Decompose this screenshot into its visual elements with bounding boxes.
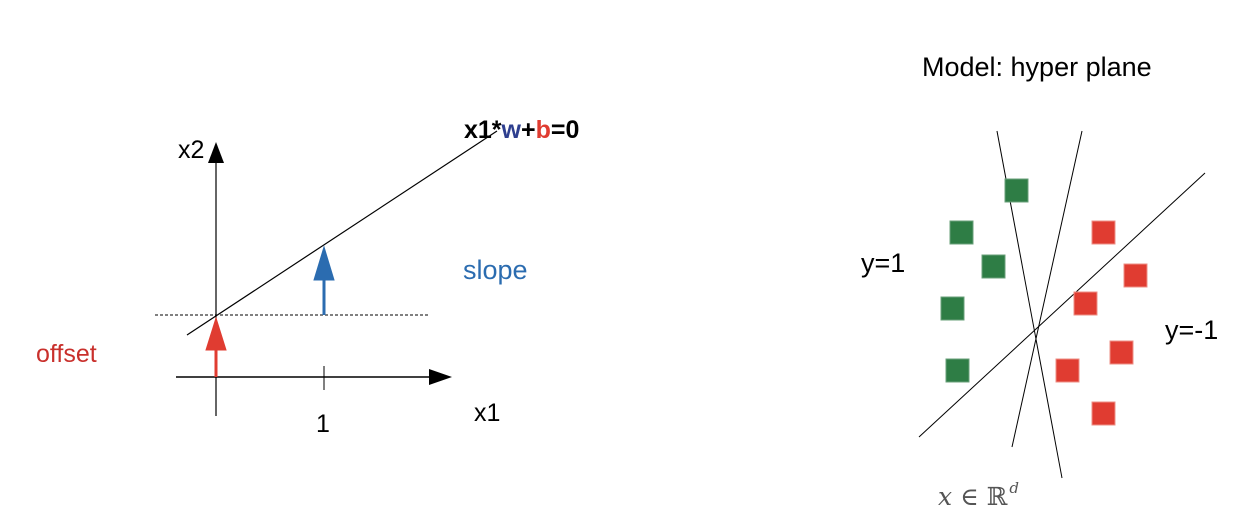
negative-point — [1123, 263, 1148, 288]
positive-point — [940, 296, 965, 321]
negative-point — [1091, 401, 1116, 426]
x2-axis-label: x2 — [178, 136, 204, 164]
slope-label: slope — [463, 255, 528, 285]
positive-point — [945, 358, 970, 383]
model-title: Model: hyper plane — [922, 52, 1152, 82]
negative-point — [1073, 291, 1098, 316]
negative-class-label: y=-1 — [1165, 315, 1218, 345]
x1-tick-label: 1 — [316, 410, 330, 438]
positive-class-label: y=1 — [861, 248, 905, 278]
offset-arrow-head — [205, 316, 227, 351]
hyperplane-line-2 — [1011, 130, 1083, 448]
x1-axis-arrowhead — [429, 369, 452, 385]
decision-line — [186, 130, 498, 336]
positive-point — [949, 220, 974, 245]
equation-label: x1*w+b=0 — [464, 116, 579, 144]
negative-point — [1091, 220, 1116, 245]
offset-label: offset — [36, 340, 97, 368]
positive-point — [1004, 178, 1029, 203]
slope-arrow-head — [313, 245, 335, 281]
x2-axis-arrowhead — [208, 142, 224, 163]
linear-function-diagram: x1*w+b=0 x2 x1 1 slope offset — [36, 116, 579, 438]
negative-point — [1109, 340, 1134, 365]
positive-point — [981, 254, 1006, 279]
x1-axis-label: x1 — [474, 399, 500, 427]
negative-point — [1055, 358, 1080, 383]
hyperplane-line-3 — [918, 172, 1206, 438]
